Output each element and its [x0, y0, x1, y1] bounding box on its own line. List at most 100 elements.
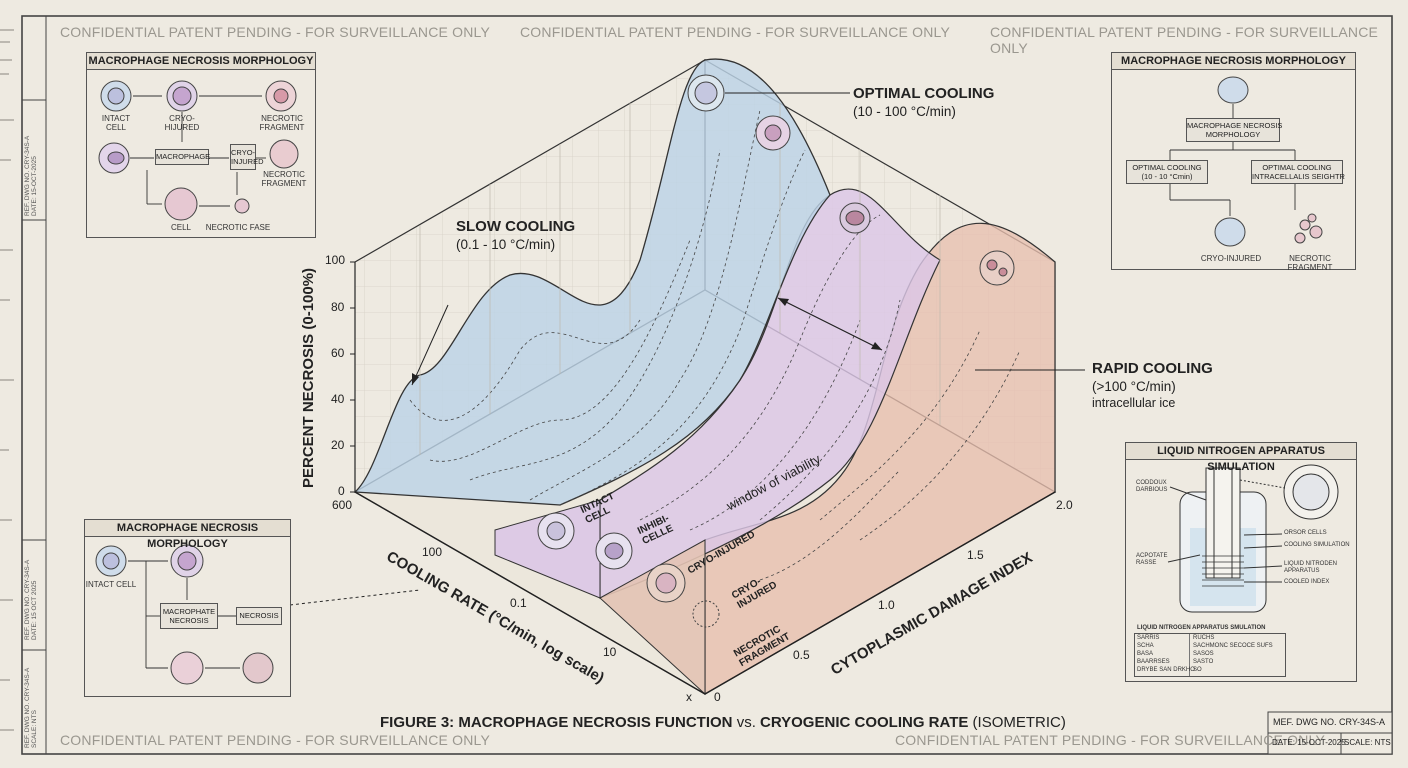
app-table-title: LIQUID NITROGEN APPARATUS SMULATION	[1137, 625, 1266, 631]
figure-title-vs: vs.	[736, 714, 756, 731]
drawing-ref: MEF. DWG NO. CRY-34S-A	[1273, 717, 1386, 727]
figure-title-part3: (ISOMETRIC)	[972, 714, 1066, 731]
z-tick-1-0: 1.0	[878, 598, 895, 612]
tl-cryo-label: CRYO- HIJURED	[164, 114, 200, 132]
y-axis	[350, 261, 356, 493]
tr-necrotic-label: NECROTIC FRAGMENT	[1287, 254, 1333, 272]
x-tick-0-1: 0.1	[510, 596, 527, 610]
app-right-label-1: ORSOR CELLS	[1284, 530, 1327, 536]
y-tick-0: 0	[338, 484, 345, 498]
drawing-date: DATE: 15-OCT-2025	[1272, 738, 1346, 747]
app-row-1-val: SACHMONC SECOCE SUFS	[1193, 643, 1273, 649]
inset-top-right: MACROPHAGE NECROSIS MORPHOLOGY	[1111, 52, 1356, 270]
watermark-top-left: CONFIDENTIAL PATENT PENDING - FOR SURVEI…	[60, 24, 491, 40]
app-row-2-val: SASOS	[1193, 651, 1214, 657]
bl-necrosis-tag: NECROSIS	[236, 607, 282, 625]
y-tick-80: 80	[331, 300, 345, 314]
margin-note-top: REF. DWG NO. CRY-34S-A DATE: 15-OCT-2025	[24, 135, 38, 216]
tl-necrotic-label-1: NECROTIC FRAGMENT	[259, 114, 305, 132]
app-right-label-4: COOLED INDEX	[1284, 579, 1330, 585]
tr-cryo-label: CRYO-INJURED	[1200, 254, 1262, 263]
z-tick-0-5: 0.5	[793, 648, 810, 662]
inset-bottom-left: MACROPHAGE NECROSIS MORPHOLOGY	[84, 519, 291, 697]
leader-lines	[289, 92, 1085, 606]
optimal-cooling-title: OPTIMAL COOLING	[853, 85, 995, 102]
slow-cooling-title: SLOW COOLING	[456, 218, 576, 235]
inset-bottom-left-title: MACROPHAGE NECROSIS MORPHOLOGY	[85, 520, 290, 550]
watermark-bottom-right: CONFIDENTIAL PATENT PENDING - FOR SURVEI…	[895, 732, 1326, 748]
tl-intact-label: INTACT CELL	[101, 114, 131, 132]
tl-cell-label: CELL	[170, 223, 191, 232]
watermark-top-right: CONFIDENTIAL PATENT PENDING - FOR SURVEI…	[990, 24, 1379, 56]
x-axis-end: x	[686, 690, 692, 704]
app-right-label-2: COOLING SIMULATION	[1284, 542, 1350, 548]
drawing-scale: SCALE: NTS	[1344, 738, 1391, 747]
tl-necrotic-fase-label: NECROTIC FASE	[205, 223, 271, 232]
inset-top-left: MACROPHAGE NECROSIS MORPHOLOGY	[86, 52, 316, 238]
contour-lines	[409, 109, 1021, 581]
bl-macrophage-tag: MACROPHATE NECROSIS	[160, 603, 218, 629]
y-tick-100: 100	[325, 253, 346, 267]
inset-bl-cells	[95, 544, 274, 685]
inset-tl-cells	[98, 80, 299, 221]
app-row-2-key: BASA	[1137, 651, 1154, 657]
optimal-cooling-range: (10 - 100 °C/min)	[853, 104, 956, 119]
tl-macrophage-tag: MACROPHAGE	[155, 149, 210, 165]
inset-top-right-title: MACROPHAGE NECROSIS MORPHOLOGY	[1112, 53, 1355, 70]
z-axis-edge	[704, 491, 1056, 695]
watermark-top-center: CONFIDENTIAL PATENT PENDING - FOR SURVEI…	[520, 24, 951, 40]
x-tick-100: 100	[422, 545, 443, 559]
app-table: SARRIS RUCHS SCHA SACHMONC SECOCE SUFS B…	[1134, 633, 1286, 677]
tr-center-tag: MACROPHAGE NECROSIS MORPHOLOGY	[1186, 118, 1282, 142]
app-row-0-key: SARRIS	[1137, 635, 1160, 641]
app-row-3-val: SASTO	[1193, 659, 1214, 665]
y-tick-40: 40	[331, 392, 345, 406]
dewar-drawing	[1167, 464, 1339, 613]
tl-cryo-injured-tag: CRYO- INJURED	[230, 144, 264, 170]
inset-apparatus-title: LIQUID NITROGEN APPARATUS SIMULATION	[1126, 443, 1356, 473]
app-left-label-1: CODDOUX DARBIOUS	[1136, 480, 1168, 493]
margin-note-middle: REF. DWG NO. CRY-34S-A DATE: 15 OCT 2025	[24, 559, 38, 640]
wall-guides	[419, 103, 941, 455]
tr-left-tag: OPTIMAL COOLING (10 - 10 °Cmin)	[1126, 160, 1208, 184]
app-row-0-val: RUCHS	[1193, 635, 1215, 641]
z-tick-2-0: 2.0	[1056, 498, 1073, 512]
margin-note-bottom: REF. DWG NO. CRY-34S-A SCALE: NTS	[24, 667, 38, 748]
app-row-4-key: DRYBE SAN DRKHO	[1137, 667, 1195, 673]
inset-bl-arrows	[128, 560, 240, 669]
inset-tr-cells	[1214, 76, 1323, 247]
margin-hatch	[0, 29, 14, 731]
app-row-1-key: SCHA	[1137, 643, 1154, 649]
rapid-cooling-range: (>100 °C/min)	[1092, 379, 1176, 394]
z-tick-0: 0	[714, 690, 721, 704]
y-tick-60: 60	[331, 346, 345, 360]
figure-title: FIGURE 3: MACROPHAGE NECROSIS FUNCTION v…	[380, 714, 1066, 731]
z-tick-1-5: 1.5	[967, 548, 984, 562]
slow-cooling-surface	[353, 58, 831, 506]
bl-intact-label: INTACT CELL	[85, 580, 137, 589]
inset-tl-arrows	[130, 95, 266, 207]
inset-apparatus: LIQUID NITROGEN APPARATUS SIMULATION	[1125, 442, 1357, 682]
inset-top-left-title: MACROPHAGE NECROSIS MORPHOLOGY	[87, 53, 315, 70]
surface-cells	[537, 74, 1015, 628]
app-right-label-3: LIQUID NITRODEN APPARATUS	[1284, 561, 1338, 574]
intracellular-ice-note: intracellular ice	[1092, 396, 1176, 410]
figure-title-part1: FIGURE 3: MACROPHAGE NECROSIS FUNCTION	[380, 714, 733, 731]
x-axis-edge	[354, 491, 706, 695]
drawing-frame	[21, 15, 1393, 755]
figure-title-part2: CRYOGENIC COOLING RATE	[760, 714, 969, 731]
tr-right-tag: OPTIMAL COOLING INTRACELLALIS SEIGHTR	[1251, 160, 1345, 184]
x-tick-600: 600	[332, 498, 353, 512]
tl-necrotic-label-2: NECROTIC FRAGMENT	[261, 170, 307, 188]
title-block	[1267, 711, 1393, 755]
y-tick-20: 20	[331, 438, 345, 452]
app-row-3-key: BAARRSES	[1137, 659, 1170, 665]
x-tick-10: 10	[603, 645, 617, 659]
app-row-4-val: SO	[1193, 667, 1202, 673]
app-left-label-2: ACPOTATE RASSE	[1136, 553, 1168, 566]
watermark-bottom-left: CONFIDENTIAL PATENT PENDING - FOR SURVEI…	[60, 732, 491, 748]
slow-cooling-range: (0.1 - 10 °C/min)	[456, 237, 556, 252]
y-axis-title: PERCENT NECROSIS (0-100%)	[300, 267, 317, 488]
